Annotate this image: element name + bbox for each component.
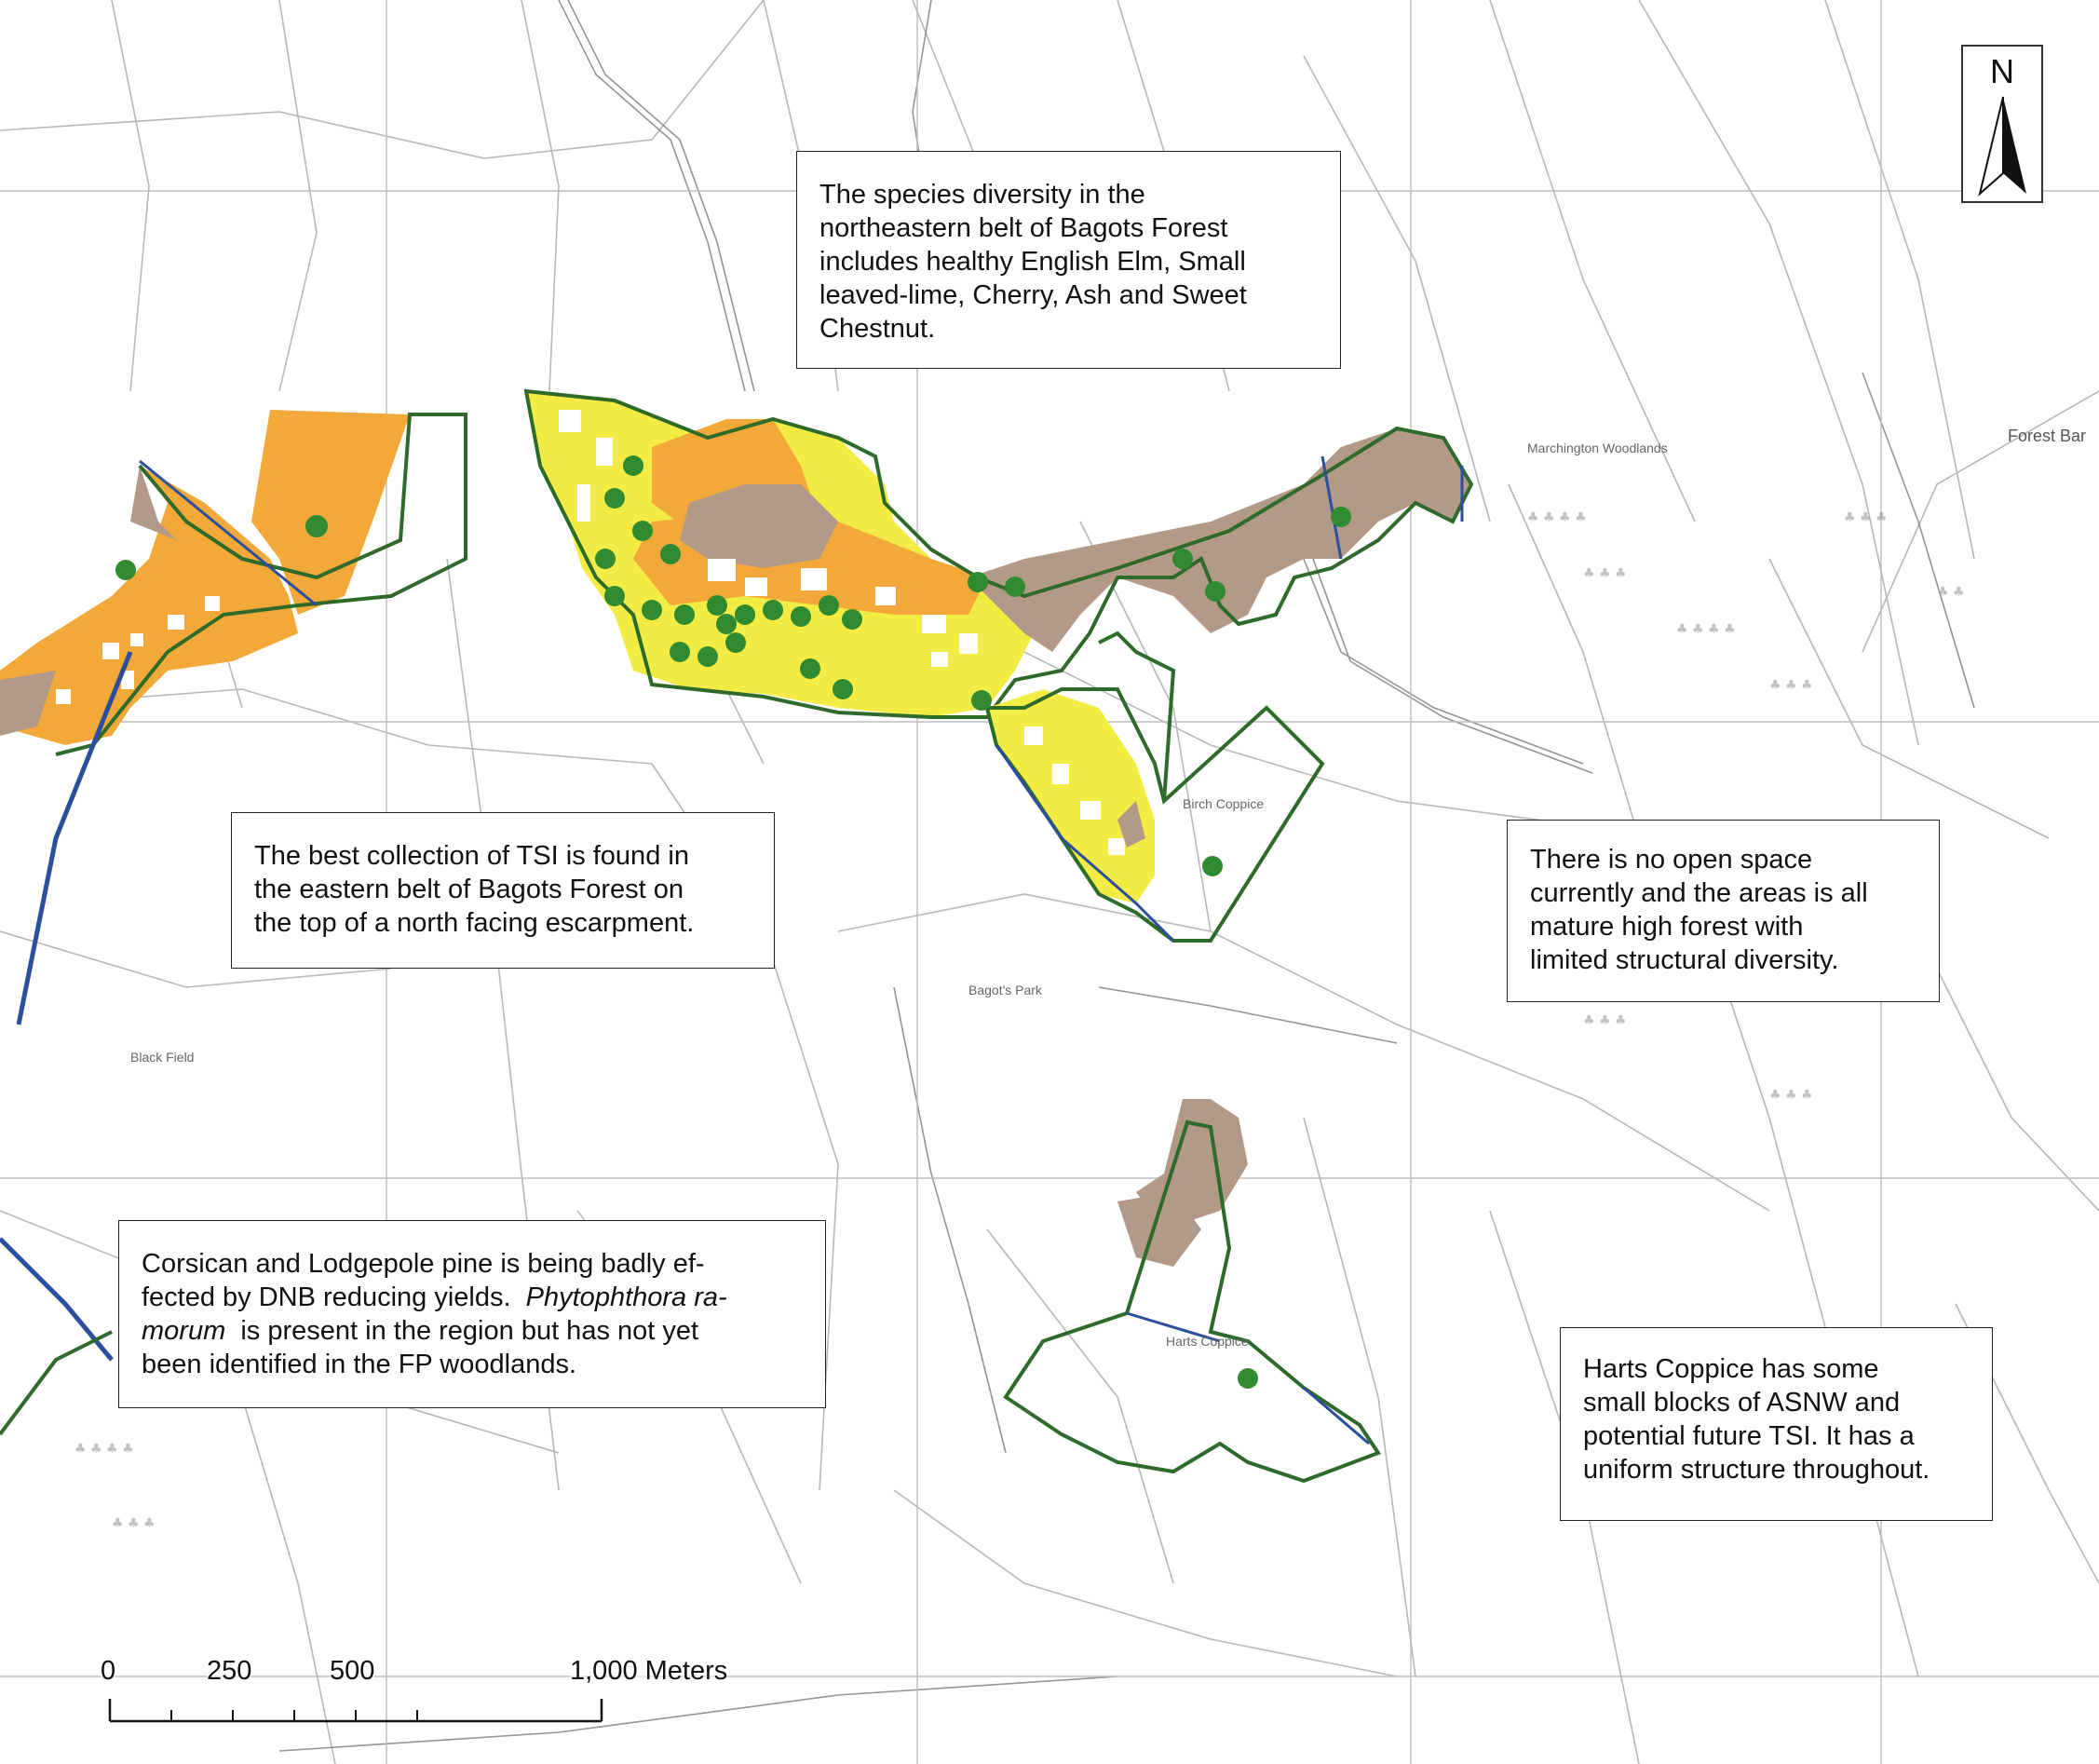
- callout-line: leaved-lime, Cherry, Ash and Sweet: [819, 280, 1247, 310]
- callout-line: small blocks of ASNW and: [1583, 1388, 1901, 1418]
- harts-coppice: [1003, 1099, 1382, 1484]
- callout-line: There is no open space: [1530, 845, 1813, 875]
- callout-harts-coppice: Harts Coppice has some small blocks of A…: [1560, 1327, 1993, 1521]
- scale-bar: 0 250 500 1,000 Meters: [89, 1656, 779, 1740]
- callout-line: morum is present in the region but has n…: [142, 1314, 803, 1348]
- callout-line: The best collection of TSI is found in: [254, 841, 689, 871]
- callout-species-diversity: The species diversity in the northeaster…: [796, 151, 1341, 369]
- callout-text: is present in the region but has not yet: [240, 1316, 699, 1346]
- west-woodland: [0, 410, 467, 1436]
- scale-label-500: 500: [330, 1656, 375, 1687]
- svg-text:♣ ♣ ♣ ♣: ♣ ♣ ♣ ♣: [1527, 510, 1587, 525]
- scale-label-1000: 1,000 Meters: [570, 1656, 728, 1687]
- callout-line: limited structural diversity.: [1530, 945, 1839, 975]
- callout-pine-dnb: Corsican and Lodgepole pine is being bad…: [118, 1220, 826, 1408]
- svg-text:♣ ♣ ♣ ♣: ♣ ♣ ♣ ♣: [74, 1442, 134, 1457]
- callout-line: includes healthy English Elm, Small: [819, 247, 1246, 277]
- woodland-symbols: ♣ ♣ ♣ ♣ ♣ ♣ ♣ ♣ ♣ ♣ ♣ ♣ ♣ ♣ ♣ ♣ ♣ ♣ ♣ ♣ …: [74, 510, 1965, 1531]
- place-label: Birch Coppice: [1183, 796, 1264, 811]
- callout-open-space: There is no open space currently and the…: [1507, 820, 1940, 1002]
- place-label: Black Field: [130, 1050, 194, 1065]
- callout-line: Harts Coppice has some: [1583, 1354, 1879, 1384]
- north-letter: N: [1990, 52, 2014, 90]
- bagots-forest: [523, 388, 1474, 719]
- north-arrow: N: [1961, 45, 2043, 203]
- callout-line: Corsican and Lodgepole pine is being bad…: [142, 1249, 705, 1279]
- callout-text: fected by DNB reducing yields.: [142, 1282, 511, 1312]
- callout-line: the eastern belt of Bagots Forest on: [254, 875, 684, 904]
- place-label: Forest Bar: [2008, 427, 2086, 445]
- callout-tsi: The best collection of TSI is found in t…: [231, 812, 775, 969]
- place-label: Bagot's Park: [968, 983, 1043, 997]
- callout-line: fected by DNB reducing yields. Phytophth…: [142, 1281, 803, 1314]
- svg-text:♣ ♣ ♣: ♣ ♣ ♣: [1769, 1088, 1813, 1103]
- place-labels: Black Field Bagot's Park Birch Coppice F…: [130, 427, 2086, 1349]
- place-label: Harts Coppice: [1166, 1334, 1249, 1349]
- place-label: Marchington Woodlands: [1527, 441, 1668, 455]
- callout-line: the top of a north facing escarpment.: [254, 908, 695, 938]
- svg-text:♣ ♣ ♣: ♣ ♣ ♣: [1844, 510, 1888, 525]
- callout-line: currently and the areas is all: [1530, 878, 1868, 908]
- north-arrow-icon: [1978, 96, 2026, 197]
- svg-text:♣ ♣ ♣: ♣ ♣ ♣: [1769, 678, 1813, 693]
- svg-text:♣ ♣: ♣ ♣: [1937, 585, 1965, 600]
- svg-text:♣ ♣ ♣ ♣: ♣ ♣ ♣ ♣: [1676, 622, 1736, 637]
- birch-coppice: [984, 631, 1325, 943]
- callout-line: been identified in the FP woodlands.: [142, 1350, 577, 1379]
- callout-line: uniform structure throughout.: [1583, 1455, 1930, 1485]
- callout-species-name: morum: [142, 1316, 226, 1346]
- svg-text:♣ ♣ ♣: ♣ ♣ ♣: [1583, 1013, 1627, 1028]
- tree-symbols: [115, 455, 1351, 1389]
- callout-species-name: Phytophthora ra-: [525, 1282, 727, 1312]
- callout-line: potential future TSI. It has a: [1583, 1421, 1915, 1451]
- callout-line: The species diversity in the: [819, 180, 1145, 210]
- callout-line: Chestnut.: [819, 314, 936, 344]
- svg-text:♣ ♣ ♣: ♣ ♣ ♣: [1583, 566, 1627, 581]
- svg-text:♣ ♣ ♣: ♣ ♣ ♣: [112, 1516, 156, 1531]
- callout-line: northeastern belt of Bagots Forest: [819, 213, 1228, 243]
- scale-label-250: 250: [207, 1656, 252, 1687]
- scale-bar-line: [108, 1699, 603, 1723]
- callout-line: mature high forest with: [1530, 912, 1804, 942]
- scale-label-0: 0: [101, 1656, 116, 1687]
